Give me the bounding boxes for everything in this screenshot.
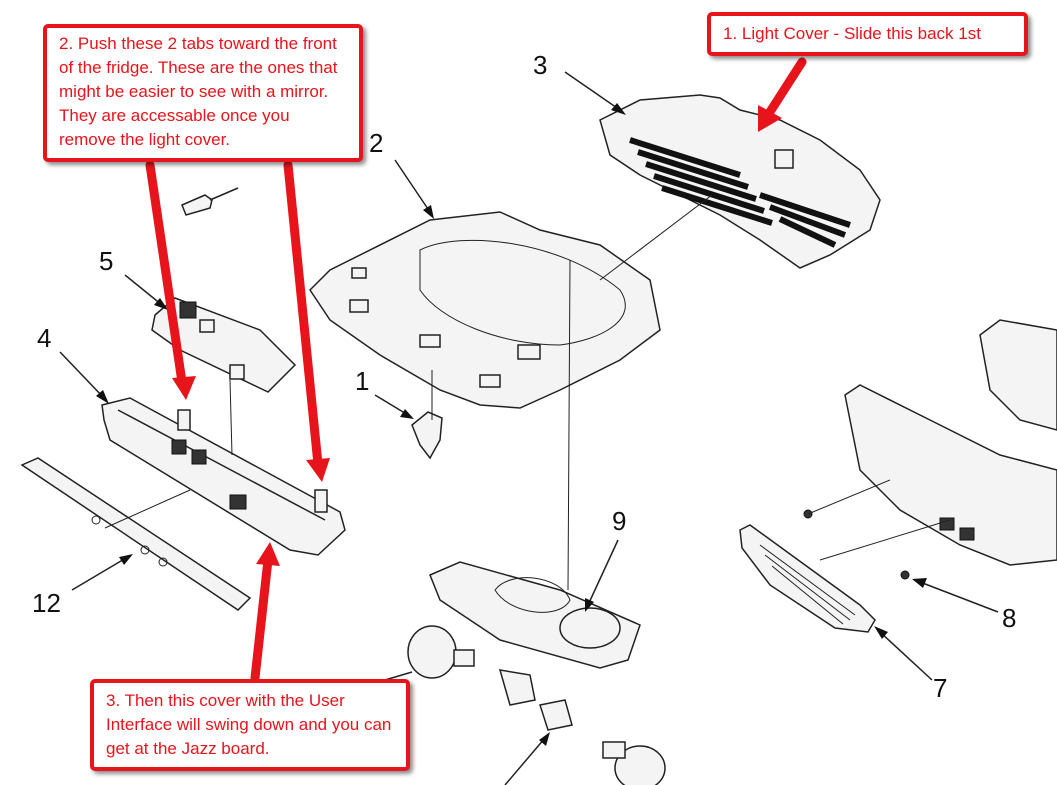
callout-step-3: 3. Then this cover with the User Interfa… (90, 679, 410, 771)
part-number-8: 8 (1002, 603, 1017, 633)
screw-icon (900, 570, 910, 580)
part-2-frame (309, 211, 661, 409)
callout-step-2: 2. Push these 2 tabs toward the front of… (43, 24, 363, 162)
part-number-1: 1 (355, 366, 370, 396)
part-leader-arrows (59, 71, 999, 785)
part-7-grille (739, 524, 876, 633)
part-9-lamp-housing (429, 561, 641, 669)
callout-step-1: 1. Light Cover - Slide this back 1st (707, 12, 1028, 56)
screw-part (181, 187, 239, 216)
part-12-overlay (20, 457, 252, 611)
part-number-4: 4 (37, 323, 52, 353)
assembly-lines (104, 194, 951, 591)
part-number-12: 12 (32, 588, 61, 618)
part-3-light-cover (599, 94, 881, 269)
part-number-3: 3 (533, 50, 548, 80)
side-shroud (844, 319, 1057, 566)
part-number-9: 9 (612, 506, 627, 536)
part-5-control-board (151, 297, 297, 393)
part-1-switch (411, 411, 443, 460)
callout-red-arrows (145, 57, 807, 683)
part-number-2: 2 (369, 128, 384, 158)
part-number-5: 5 (99, 246, 114, 276)
bulb-parts (407, 625, 666, 785)
part-4-ui-housing (101, 397, 346, 556)
part-number-7: 7 (933, 673, 948, 703)
